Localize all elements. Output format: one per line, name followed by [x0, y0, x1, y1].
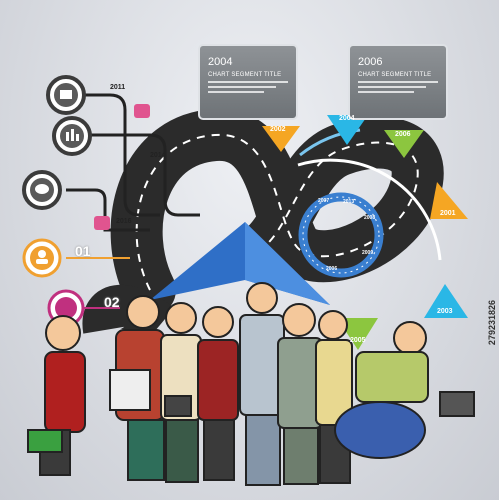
business-crowd: [27, 282, 475, 486]
ring-year-2007: 2007: [318, 198, 330, 204]
placeholder-text-lines: [358, 81, 438, 93]
ring-year-2006: 2006: [326, 266, 338, 272]
mail-badge-1: [134, 104, 150, 118]
segment-box-2004: 2004 CHART SEGMENT TITLE: [198, 44, 298, 120]
timeline-wire-1: [66, 93, 160, 217]
segment-year: 2004: [208, 56, 233, 68]
timeline-year-2016: 2016: [116, 218, 132, 225]
grey-briefcase: [439, 391, 475, 417]
triangle-label-2003: 2003: [437, 308, 453, 315]
triangle-label-2006: 2006: [395, 131, 411, 138]
timeline-year-2014: 2014: [150, 152, 166, 159]
marker-02: 02: [104, 294, 120, 310]
year-ring-ticks: [302, 196, 380, 274]
ring-year-2009: 2009: [362, 250, 374, 256]
triangle-label-2004: 2004: [339, 115, 355, 122]
stock-id: 279231826: [487, 300, 497, 346]
timeline-year-2011: 2011: [110, 84, 126, 91]
green-briefcase: [27, 429, 63, 453]
bar-chart-icon: [66, 132, 69, 141]
track-arc-top: [297, 158, 442, 261]
triangle-2002: [262, 126, 300, 152]
segment-title: CHART SEGMENT TITLE: [208, 72, 282, 78]
marker-01: 01: [75, 243, 91, 259]
ring-year-2008: 2008: [364, 215, 376, 221]
mail-icon: [60, 90, 72, 99]
triangle-label-2002: 2002: [270, 126, 286, 133]
ring-year-2013: 2013: [343, 199, 355, 205]
triangle-label-2005: 2005: [350, 337, 366, 344]
user-icon: [38, 250, 46, 258]
triangle-2001: [430, 182, 468, 219]
triangle-2003: [424, 284, 468, 318]
triangle-2006: [384, 130, 424, 158]
triangle-label-2001: 2001: [440, 210, 456, 217]
timeline-wire-3: [66, 188, 150, 232]
timeline-wire-2: [90, 133, 200, 217]
chat-bubble-icon: [35, 184, 49, 194]
segment-box-2006: 2006 CHART SEGMENT TITLE: [348, 44, 448, 120]
triangle-2004: [327, 115, 368, 145]
road-center-line: [135, 133, 419, 291]
segment-title: CHART SEGMENT TITLE: [358, 72, 432, 78]
placeholder-text-lines: [208, 81, 288, 93]
mail-badge-2: [94, 216, 110, 230]
segment-year: 2006: [358, 56, 383, 68]
